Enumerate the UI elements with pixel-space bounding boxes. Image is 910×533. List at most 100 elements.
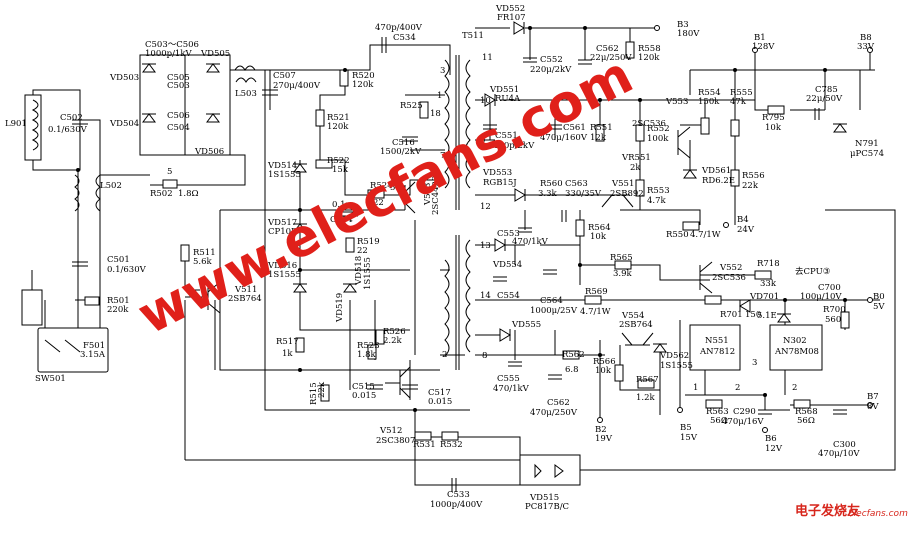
label-R522-val: 15k [332,165,349,175]
label-C514: C514 [330,215,353,225]
label-C564: C564 [540,296,563,306]
label-VD504: VD504 [109,119,139,129]
label-R701: R701 [720,310,743,320]
out-B3: B3 [677,20,689,30]
label-L502: L502 [100,181,122,191]
reg-pin-3: 3 [752,358,757,368]
label-R515: R515 [309,382,319,405]
label-C562-val: 22μ/250V [590,53,632,63]
out-B3-v: 180V [677,29,700,39]
brand-en: Elecfans.com [848,509,908,519]
label-R526-val: 2.2k [383,336,403,346]
label-R524: R524 [370,181,393,191]
label-VD514: VD514 [267,161,297,171]
label-C563: C563 [565,179,588,189]
label-L901: L901 [5,119,27,129]
label-R560-val: 3.3k [538,189,558,199]
label-R562: R562 [562,350,585,360]
label-VD561: VD561 [701,166,731,176]
out-B5-v: 15V [680,433,698,443]
label-VD553: VD553 [482,168,512,178]
label-R560: R560 [540,179,563,189]
label-T511: T511 [462,31,484,41]
out-B1-v: 128V [752,42,775,52]
label-R566-val: 10k [595,366,612,376]
label-R551: R551 [590,123,613,133]
label-C517-val: 0.015 [428,397,452,407]
label-R562-val: 6.8 [565,365,579,375]
label-V554-val: 2SB764 [619,320,653,330]
out-B4-v: 24V [737,225,755,235]
label-R567-val: 1.2k [636,393,656,403]
label-R795: R795 [762,113,785,123]
label-C785: C785 [815,85,838,95]
pin-3: 3 [440,66,445,76]
label-C555: C555 [497,374,520,384]
label-VD517-val: CP10D [268,227,298,237]
label-R517-val: 1k [282,349,293,359]
label-C501: C501 [107,255,130,265]
label-R700: R700 [823,305,846,315]
label-VD516: VD516 [267,261,297,271]
output-terminals [597,25,873,433]
label-C563-val: 330/35V [565,189,602,199]
label-V512: V512 [379,426,402,436]
label-num-5: 5 [390,183,395,193]
label-R511-val: 5.6k [193,257,213,267]
label-R558-val: 120k [638,53,660,63]
label-C300: C300 [833,440,856,450]
label-R519-val: 22 [357,246,368,256]
label-VD554: VD554 [492,260,522,270]
reg2-pin-2: 2 [792,383,797,393]
pin-11: 11 [482,53,493,63]
label-R502-val: 1.8Ω [178,189,199,199]
label-C785-val: 22μ/50V [806,94,843,104]
label-C516-val: 1500/2kV [380,147,422,157]
label-V554: V554 [621,311,644,321]
label-R564: R564 [588,223,611,233]
label-R502: R502 [150,189,173,199]
out-B6: B6 [765,434,777,444]
label-C551-val: 470p/2kV [493,141,535,151]
label-VD517: VD517 [267,218,297,228]
label-R515-val: 22k [317,381,327,398]
label-C552: C552 [540,55,563,65]
label-C553: C553 [497,229,520,239]
labels: L901 C502 0.1/630V C503～C506 1000p/1kV V… [5,4,885,512]
label-C562b: C562 [547,398,570,408]
out-B0: B0 [873,292,885,302]
out-B0-v: 5V [873,302,885,312]
label-R564-val: 10k [590,232,607,242]
label-C503-506-val: 1000p/1kV [145,49,192,59]
label-C534: C534 [393,33,416,43]
pin-12: 12 [480,202,491,212]
label-C300-val: 470μ/10V [818,449,860,459]
label-R551-val: 12k [590,133,607,143]
label-2SC536: 2SC536 [632,119,666,129]
label-VD505: VD505 [200,49,230,59]
label-R554-val: 150k [698,97,720,107]
out-B4: B4 [737,215,749,225]
label-C561-val: 470μ/160V [540,133,588,143]
label-C506: C506 [167,111,190,121]
pin-2: 2 [442,350,447,360]
label-VD552-val: FR107 [497,13,526,23]
label-VD518: VD518 [354,256,364,286]
label-R524-val: 22 [373,198,384,208]
label-C533: C533 [447,490,470,500]
out-B5: B5 [680,423,692,433]
junctions [76,26,847,412]
label-R525: R525 [400,101,423,111]
label-VD562: VD562 [659,351,689,361]
label-V553: V553 [665,97,688,107]
label-C505: C505 [167,73,190,83]
label-VD518-val: 1S1555 [363,257,373,290]
label-VR551-val: 2k [630,163,641,173]
brand-logo: 电子发烧友 Elecfans.com [790,496,910,529]
label-R550: R550 [666,230,689,240]
label-R523-val: 1.8k [357,350,377,360]
label-R523: R523 [357,341,380,351]
label-V552-val: 2SC536 [712,273,746,283]
label-VD515: VD515 [529,493,559,503]
